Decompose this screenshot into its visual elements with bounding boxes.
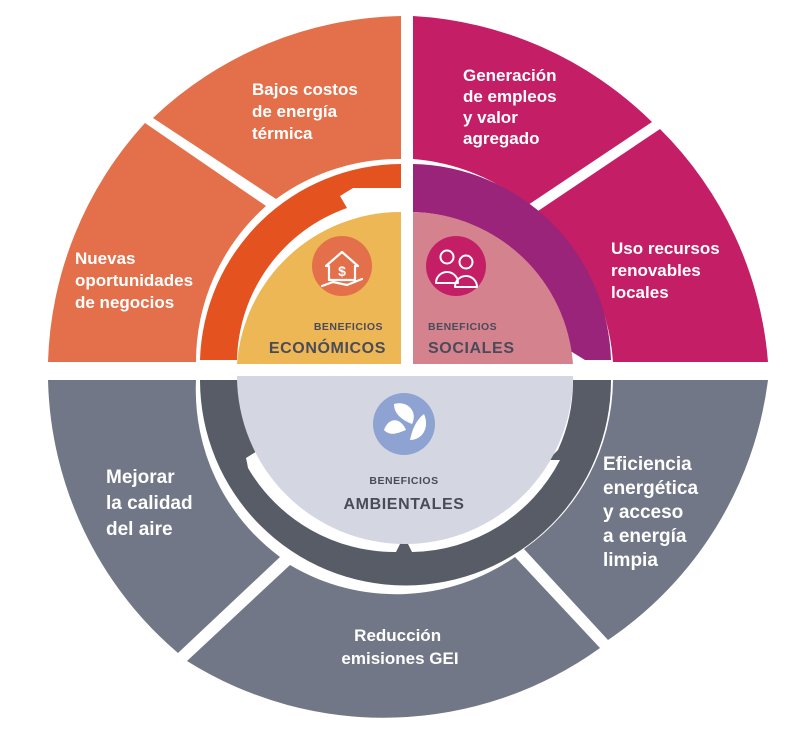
core-sociales-small: BENEFICIOS — [428, 321, 497, 333]
people-icon — [426, 236, 486, 296]
segment-bajos-costos — [153, 16, 401, 199]
house-money-hand-icon: $ — [312, 236, 372, 296]
ring-economicos — [200, 164, 401, 360]
core-ambientales-big: AMBIENTALES — [344, 496, 465, 513]
segment-mejorar-aire — [48, 380, 280, 653]
label-eficiencia-energetica: Eficiencia energética y acceso a energía… — [603, 454, 703, 571]
label-generacion-empleos: Generación de empleos y valor agregado — [463, 66, 561, 148]
label-uso-recursos: Uso recursos renovables locales — [611, 239, 724, 302]
label-reduccion-emisiones: Reducción emisiones GEI — [341, 626, 458, 668]
segment-nuevas-oportunidades — [48, 123, 266, 362]
label-nuevas-oportunidades: Nuevas oportunidades de negocios — [75, 249, 198, 312]
ring-ambientales — [200, 380, 611, 586]
svg-text:$: $ — [338, 263, 346, 279]
segment-eficiencia-energetica — [524, 380, 768, 640]
label-bajos-costos: Bajos costos de energía térmica — [252, 80, 363, 143]
core-ambientales — [237, 376, 573, 544]
core-sociales-big: SOCIALES — [428, 340, 515, 357]
label-mejorar-aire: Mejorar la calidad del aire — [106, 467, 198, 540]
core-economicos-big: ECONÓMICOS — [269, 338, 386, 357]
segment-generacion-empleos — [413, 16, 652, 205]
ring-sociales — [413, 164, 611, 360]
leaves-recycle-icon — [373, 393, 435, 455]
segment-reduccion-emisiones — [187, 557, 600, 718]
core-economicos-small: BENEFICIOS — [314, 321, 383, 333]
segment-uso-recursos — [535, 129, 768, 362]
core-ambientales-small: BENEFICIOS — [369, 475, 438, 487]
